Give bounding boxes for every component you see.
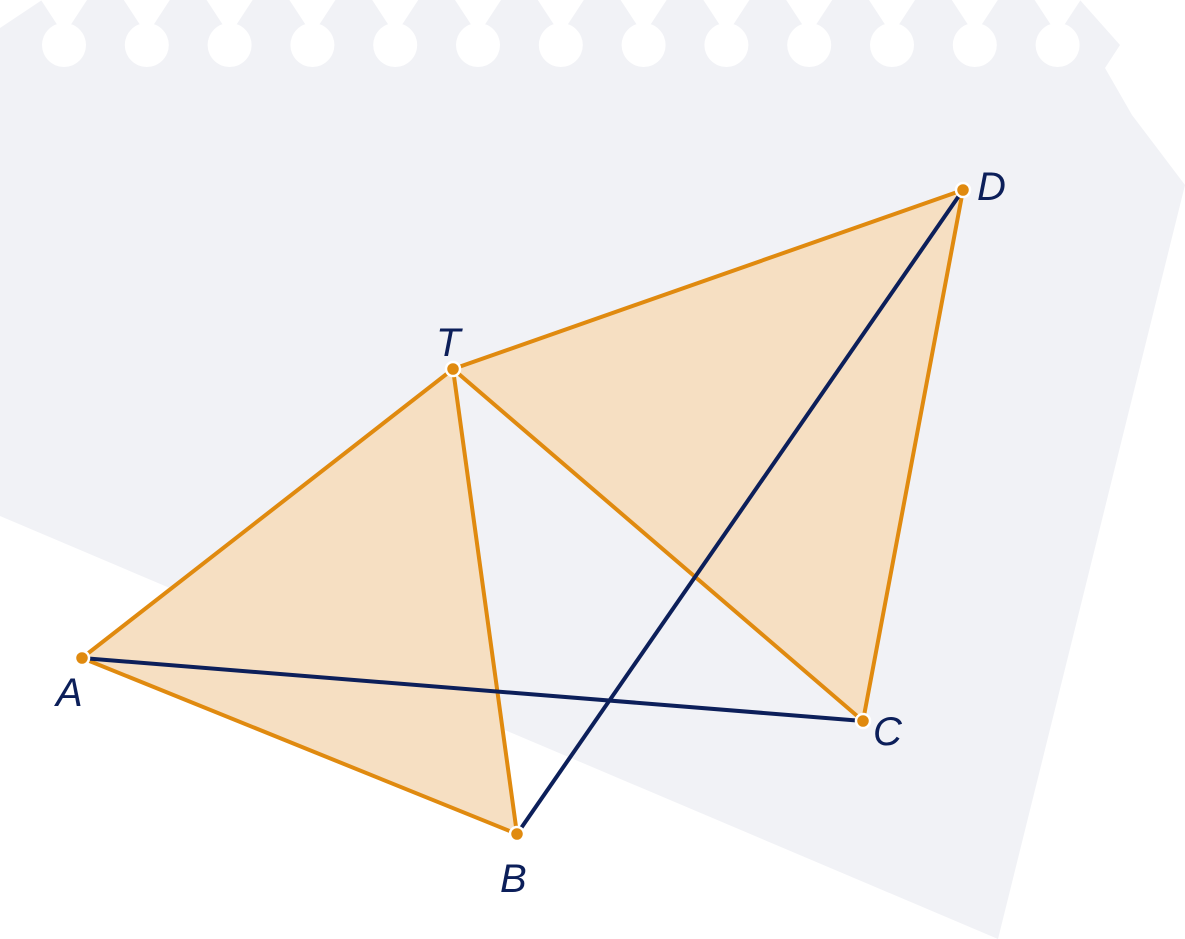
point-A [73, 649, 91, 667]
point-label-C: C [873, 710, 903, 754]
binding-notch [703, 0, 750, 26]
binding-notch [41, 0, 87, 26]
binding-notch [537, 0, 584, 26]
binding-notch [620, 0, 667, 26]
binding-hole [621, 23, 666, 67]
binding-hole [456, 23, 500, 67]
binding-hole [373, 23, 418, 67]
point-C [854, 712, 872, 730]
point-label-T: T [436, 321, 463, 365]
point-B [508, 825, 526, 843]
binding-hole [538, 23, 583, 67]
binding-notch [206, 0, 253, 26]
point-D [954, 181, 972, 199]
binding-notch [786, 0, 833, 26]
binding-hole [704, 23, 749, 67]
binding-notch [372, 0, 419, 26]
segment-BD [515, 188, 965, 836]
binding-notch [289, 0, 336, 26]
binding-hole [870, 23, 914, 67]
binding-notch [951, 0, 998, 26]
point-label-D: D [977, 165, 1006, 209]
binding-notch [869, 0, 915, 26]
point-label-B: B [500, 857, 527, 901]
binding-notch [455, 0, 501, 26]
binding-hole [207, 23, 252, 67]
point-label-A: A [54, 671, 83, 715]
binding-hole [290, 23, 335, 67]
binding-hole [1035, 23, 1080, 67]
triangle-TDC [451, 188, 965, 723]
binding-hole [42, 23, 86, 67]
binding-notch [1034, 0, 1081, 26]
point-T [444, 360, 462, 378]
triangle-ATB [80, 367, 519, 836]
binding-hole [787, 23, 832, 67]
binding-hole [124, 23, 169, 67]
segment-AC [81, 656, 864, 723]
binding-notch [123, 0, 170, 26]
binding-hole [952, 23, 997, 67]
